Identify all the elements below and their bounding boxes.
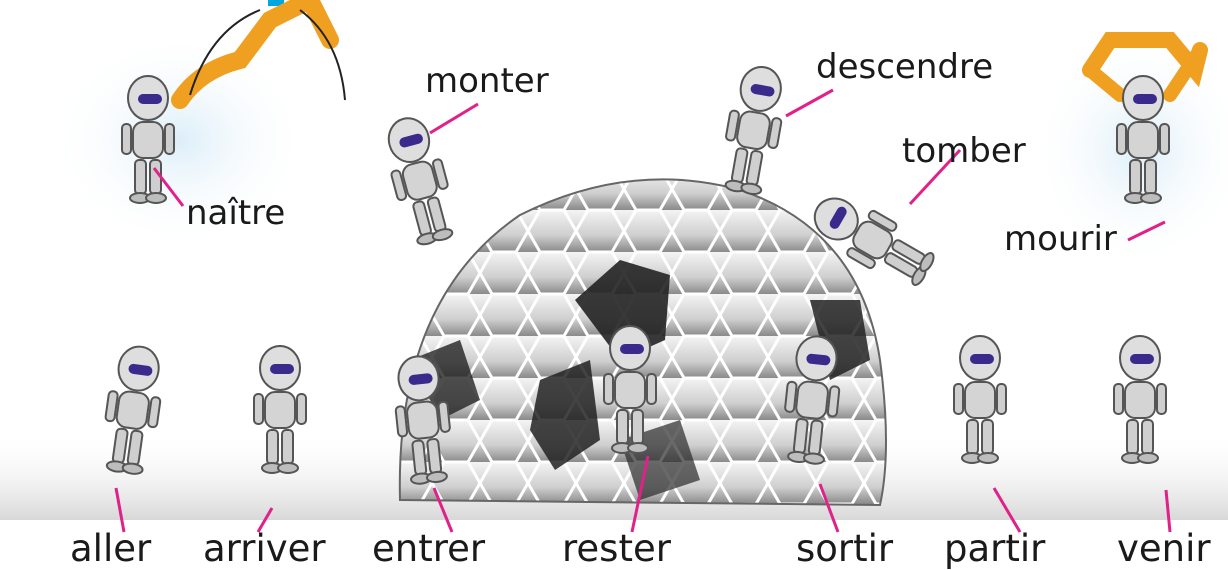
label-aller: aller (70, 527, 152, 570)
label-monter: monter (425, 61, 549, 101)
title-fragment (268, 0, 284, 6)
label-sortir: sortir (796, 527, 894, 570)
label-tomber: tomber (902, 131, 1026, 171)
leader-lines (114, 88, 1172, 533)
label-venir: venir (1117, 527, 1211, 570)
label-naitre: naître (186, 193, 286, 233)
label-partir: partir (944, 527, 1046, 570)
robot-icon (377, 111, 463, 250)
label-mourir: mourir (1004, 219, 1117, 259)
label-arriver: arriver (203, 527, 326, 570)
label-entrer: entrer (372, 527, 486, 570)
robotic-arm-icon (1082, 32, 1208, 102)
robotic-arm-icon (171, 0, 346, 109)
glow-left (50, 30, 310, 250)
robot-icon (715, 61, 792, 198)
label-descendre: descendre (816, 47, 994, 87)
label-rester: rester (562, 527, 671, 570)
